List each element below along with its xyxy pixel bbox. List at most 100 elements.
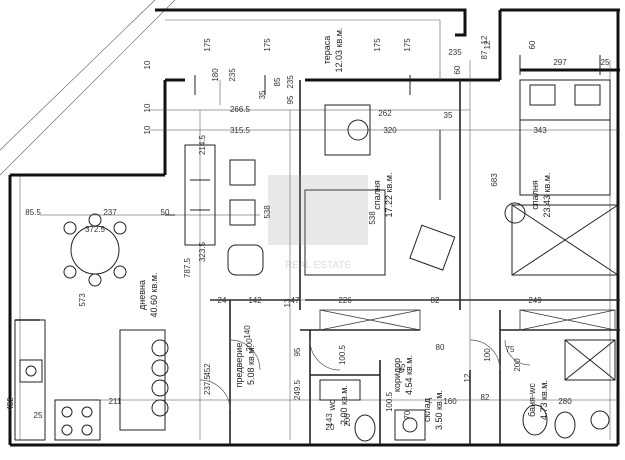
terrace-lines xyxy=(165,19,441,105)
dimension-label: 75 xyxy=(506,345,515,354)
dimension-label: 297 xyxy=(553,58,567,67)
dimension-label: 372.5 xyxy=(85,225,106,234)
dimension-label: 200 xyxy=(513,358,522,372)
dimension-label: 100 xyxy=(483,348,492,362)
window-marks xyxy=(165,55,601,216)
dimension-label: 175 xyxy=(203,38,212,52)
dimension-label: 280 xyxy=(558,397,572,406)
bedroom2-furniture xyxy=(504,79,619,276)
dimension-label: 85.5 xyxy=(25,208,41,217)
dimension-label: 452 xyxy=(203,363,212,377)
wc-area: 2.00 кв.м. xyxy=(339,385,349,425)
dimension-label: 35 xyxy=(258,90,267,99)
dimension-label: 323.5 xyxy=(198,241,207,262)
watermark-text: REAL ESTATE xyxy=(285,260,351,271)
watermark: REAL ESTATE xyxy=(268,175,368,271)
dimension-label: 160 xyxy=(443,397,457,406)
dimension-label: 452 xyxy=(6,397,15,411)
dimension-label: 175 xyxy=(403,38,412,52)
dimension-label: 320 xyxy=(383,126,397,135)
dimension-label: 143 xyxy=(325,413,334,427)
bedroom2-name: спалня xyxy=(530,180,540,210)
outer-walls xyxy=(8,8,620,447)
dimension-label: 35 xyxy=(444,111,453,120)
bathroom-name: баня-wc xyxy=(527,383,537,417)
dining-table xyxy=(63,213,127,287)
dimension-label: 211 xyxy=(109,397,122,406)
dimension-label: 25 xyxy=(601,58,610,67)
dimension-label: 85 xyxy=(273,77,282,86)
dimension-label: 70 xyxy=(403,410,412,419)
bedroom1-area: 17.22 кв.м. xyxy=(384,173,394,218)
dimension-label: 10 xyxy=(143,125,152,134)
dimension-label: 200 xyxy=(343,413,352,427)
dimension-label: 50 xyxy=(161,208,170,217)
hatch-area xyxy=(0,0,176,176)
dimension-label: 82 xyxy=(481,393,490,402)
dimension-label: 95 xyxy=(293,347,302,356)
dimension-label: 683 xyxy=(490,173,499,187)
corridor-name: коридор xyxy=(392,358,402,392)
room-labels: тераса 12.03 кв.м. спалня 17.22 кв.м. сп… xyxy=(137,28,552,430)
dimension-label: 142 xyxy=(248,296,262,305)
dimension-label: 100.5 xyxy=(385,391,394,412)
dimension-label: 95 xyxy=(286,95,295,104)
hall-area: 5.08 кв.м. xyxy=(246,345,256,385)
dimension-label: 249.5 xyxy=(293,379,302,400)
dimension-label: 538 xyxy=(368,211,377,225)
dimension-label: 235 xyxy=(228,68,237,82)
dimension-label: 249 xyxy=(528,296,542,305)
bedroom1-name: спалня xyxy=(372,180,382,210)
sofa xyxy=(184,144,264,276)
dimension-label: 266.5 xyxy=(230,105,251,114)
bedroom1-furniture xyxy=(304,104,456,276)
dimension-label: 262 xyxy=(378,109,392,118)
dimension-label: 82 xyxy=(431,296,440,305)
dimension-label: 315.5 xyxy=(230,126,251,135)
dimension-label: 200 xyxy=(0,0,7,2)
dimension-label: 12 xyxy=(483,40,492,49)
dimension-label: 87 xyxy=(480,50,489,59)
dimension-label: 60 xyxy=(528,40,537,49)
dimension-label: 175 xyxy=(373,38,382,52)
living-area: 40.60 кв.м. xyxy=(149,273,159,318)
dimension-label: 235 xyxy=(448,48,462,57)
door-swings xyxy=(199,339,531,411)
dimension-label: 45 xyxy=(398,363,407,372)
dimension-label: 214.5 xyxy=(198,134,207,155)
dimension-label: 10 xyxy=(143,60,152,69)
dimension-label: 180 xyxy=(211,68,220,82)
dimension-label: 13 xyxy=(283,298,292,307)
storage-name: склад xyxy=(422,397,432,422)
kitchen-counter xyxy=(14,319,169,441)
bathroom-area: 4.73 кв.м. xyxy=(539,380,549,420)
dimension-label: 10 xyxy=(143,103,152,112)
terrace-name: тераса xyxy=(322,36,332,65)
hall-name: предверие xyxy=(234,343,244,388)
dimension-label: 237 xyxy=(103,208,117,217)
dimension-label: 237.5 xyxy=(203,374,212,395)
dimension-label: 538 xyxy=(263,205,272,219)
dimension-label: 20 xyxy=(326,423,335,432)
dimension-label: 573 xyxy=(78,293,87,307)
dimension-label: 343 xyxy=(533,126,547,135)
dimension-label: 24 xyxy=(218,296,227,305)
dimension-label: 787.5 xyxy=(183,257,192,278)
dimension-label: 235 xyxy=(286,75,295,89)
wardrobes xyxy=(319,309,616,331)
dimension-label: 12 xyxy=(480,35,489,44)
dimension-label: 80 xyxy=(436,343,445,352)
dimension-label: 100.5 xyxy=(338,344,347,365)
terrace-area: 12.03 кв.м. xyxy=(334,28,344,73)
wc-name: wc xyxy=(327,399,337,411)
dimension-label: 226 xyxy=(338,296,352,305)
dimension-label: 200 xyxy=(245,338,254,352)
corridor-area: 4.54 кв.м. xyxy=(404,355,414,395)
dimension-label: 60 xyxy=(453,65,462,74)
dimension-label: 47 xyxy=(291,296,300,305)
bathroom-fixtures xyxy=(319,339,616,442)
living-name: дневна xyxy=(137,280,147,310)
storage-area: 3.50 кв.м. xyxy=(434,390,444,430)
